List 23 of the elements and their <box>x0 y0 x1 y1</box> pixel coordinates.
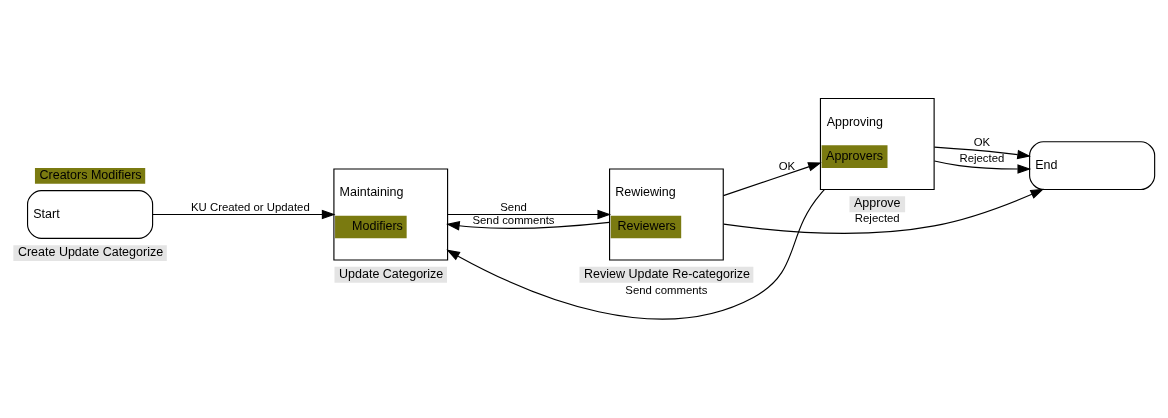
node-box: End <box>1029 141 1156 191</box>
node-label: Creators Modifiers <box>39 168 142 183</box>
arrow <box>446 189 825 320</box>
edge-label: Rejected <box>959 152 1005 165</box>
arrow <box>933 160 1032 174</box>
node-label: Review Update Re-categorize <box>584 266 751 281</box>
edge-label: OK <box>778 160 796 173</box>
node-box: Start <box>27 190 154 239</box>
arrow <box>446 221 610 231</box>
edge-label: Rejected <box>854 212 900 225</box>
edge-label: OK <box>973 136 991 149</box>
edge-label: Send <box>500 201 527 214</box>
arrow <box>447 209 612 220</box>
node-label: Approve <box>853 196 901 211</box>
edge-label: Send comments <box>472 213 555 226</box>
edge-label: KU Created or Updated <box>191 201 310 214</box>
node-label: Update Categorize <box>339 266 444 281</box>
arrow <box>933 146 1031 160</box>
arrow <box>723 188 1045 234</box>
edge-label: Send comments <box>625 284 708 297</box>
arrow <box>152 209 336 220</box>
node-label: Create Update Categorize <box>17 245 164 260</box>
arrow <box>722 162 822 197</box>
